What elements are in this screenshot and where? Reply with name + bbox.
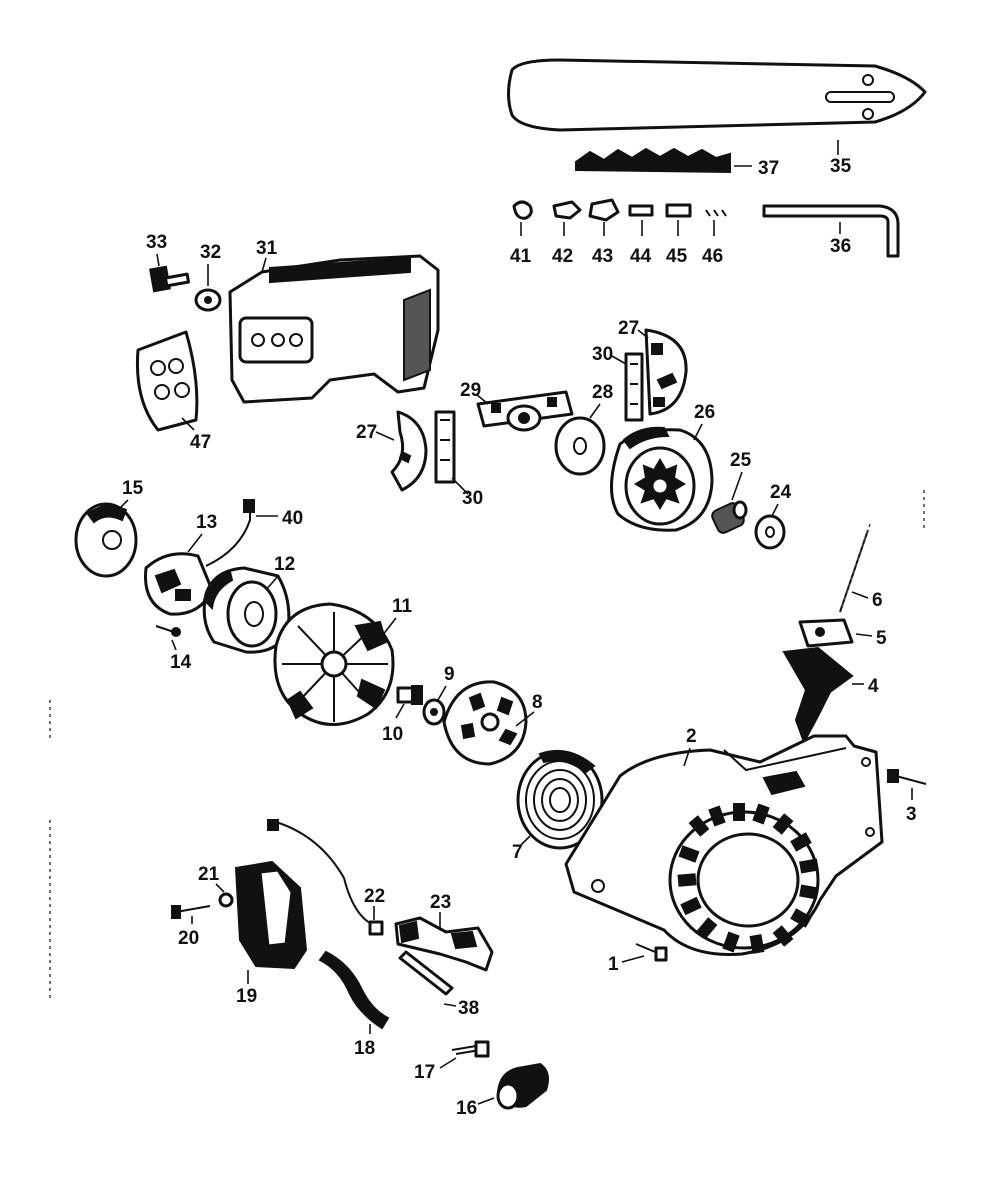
clutch-shoe-27a xyxy=(390,410,428,492)
callout-12: 12 xyxy=(274,554,295,575)
clutch-hub-29 xyxy=(476,390,574,432)
starter-housing-2 xyxy=(564,734,884,956)
breaker-assembly-13 xyxy=(144,506,251,616)
callout-3: 3 xyxy=(906,804,917,825)
callout-16: 16 xyxy=(456,1098,477,1119)
washer-24 xyxy=(754,514,786,550)
callout-38: 38 xyxy=(458,998,479,1019)
washer-28 xyxy=(554,416,606,476)
callout-44: 44 xyxy=(630,246,652,267)
callout-21: 21 xyxy=(198,864,220,885)
callout-10: 10 xyxy=(382,724,403,745)
saw-chain xyxy=(575,147,731,174)
callout-27b: 27 xyxy=(618,318,639,339)
callout-4: 4 xyxy=(868,676,879,697)
recoil-spring-7 xyxy=(516,750,604,850)
callout-36: 36 xyxy=(830,236,851,257)
spring-30b xyxy=(624,352,644,422)
washer-9 xyxy=(422,698,446,726)
switch-23 xyxy=(394,916,494,972)
callout-11: 11 xyxy=(392,596,413,617)
clutch-drum-26 xyxy=(609,426,714,532)
ignition-module-19 xyxy=(234,819,377,970)
washer-32 xyxy=(194,288,222,312)
guide-bar xyxy=(507,58,927,132)
flywheel-11 xyxy=(273,602,395,726)
screw-3 xyxy=(887,769,927,785)
callout-31: 31 xyxy=(256,238,278,259)
clip-5 xyxy=(798,618,854,648)
screw-10 xyxy=(396,685,423,705)
callout-29: 29 xyxy=(460,380,481,401)
callout-2: 2 xyxy=(686,726,697,747)
callout-25: 25 xyxy=(730,450,752,471)
callout-19: 19 xyxy=(236,986,257,1007)
screw-14 xyxy=(155,625,181,637)
spark-boot-16 xyxy=(496,1062,549,1110)
coil-12 xyxy=(202,566,291,654)
scan-marks xyxy=(49,490,925,1000)
screw-20 xyxy=(171,905,211,919)
callout-17: 17 xyxy=(414,1062,435,1083)
callout-46: 46 xyxy=(702,246,723,267)
grip-4 xyxy=(782,646,854,745)
callout-9: 9 xyxy=(444,664,455,685)
callout-26: 26 xyxy=(694,402,715,423)
callout-15: 15 xyxy=(122,478,144,499)
callout-42: 42 xyxy=(552,246,573,267)
plate-38 xyxy=(398,950,454,996)
callout-14: 14 xyxy=(170,652,192,673)
callout-23: 23 xyxy=(430,892,451,913)
callout-33: 33 xyxy=(146,232,167,253)
callout-40: 40 xyxy=(282,508,303,529)
callout-22: 22 xyxy=(364,886,385,907)
callout-8: 8 xyxy=(532,692,543,713)
callout-20: 20 xyxy=(178,928,199,949)
plate-47 xyxy=(135,330,199,432)
screw-1 xyxy=(635,943,668,962)
callout-7: 7 xyxy=(512,842,523,863)
clip-17 xyxy=(451,1040,490,1058)
bolt-33 xyxy=(149,265,191,293)
pulley-8 xyxy=(442,680,528,766)
plate-15 xyxy=(74,502,138,578)
callout-1: 1 xyxy=(608,954,619,975)
clutch-27b xyxy=(644,328,688,416)
callout-47: 47 xyxy=(190,432,211,453)
callout-41: 41 xyxy=(510,246,532,267)
callout-30a: 30 xyxy=(462,488,483,509)
callout-18: 18 xyxy=(354,1038,375,1059)
callout-43: 43 xyxy=(592,246,613,267)
callout-6: 6 xyxy=(872,590,883,611)
callout-35: 35 xyxy=(830,156,852,177)
callout-28: 28 xyxy=(592,382,613,403)
callout-13: 13 xyxy=(196,512,217,533)
callout-45: 45 xyxy=(666,246,688,267)
callout-5: 5 xyxy=(876,628,887,649)
chain-parts-leaders xyxy=(520,220,715,236)
callout-32: 32 xyxy=(200,242,221,263)
callout-37: 37 xyxy=(758,158,779,179)
callout-27a: 27 xyxy=(356,422,377,443)
spring-6 xyxy=(839,523,871,613)
spring-30a xyxy=(434,410,456,484)
wire-18 xyxy=(318,950,390,1030)
lead-40 xyxy=(243,499,255,513)
chain-cover xyxy=(228,254,440,404)
callout-24: 24 xyxy=(770,482,792,503)
bearing-25 xyxy=(711,500,748,534)
washer-21 xyxy=(218,892,234,908)
hex-wrench xyxy=(762,204,900,258)
connector-22 xyxy=(368,920,384,936)
chain-parts xyxy=(512,198,727,222)
callout-30b: 30 xyxy=(592,344,613,365)
